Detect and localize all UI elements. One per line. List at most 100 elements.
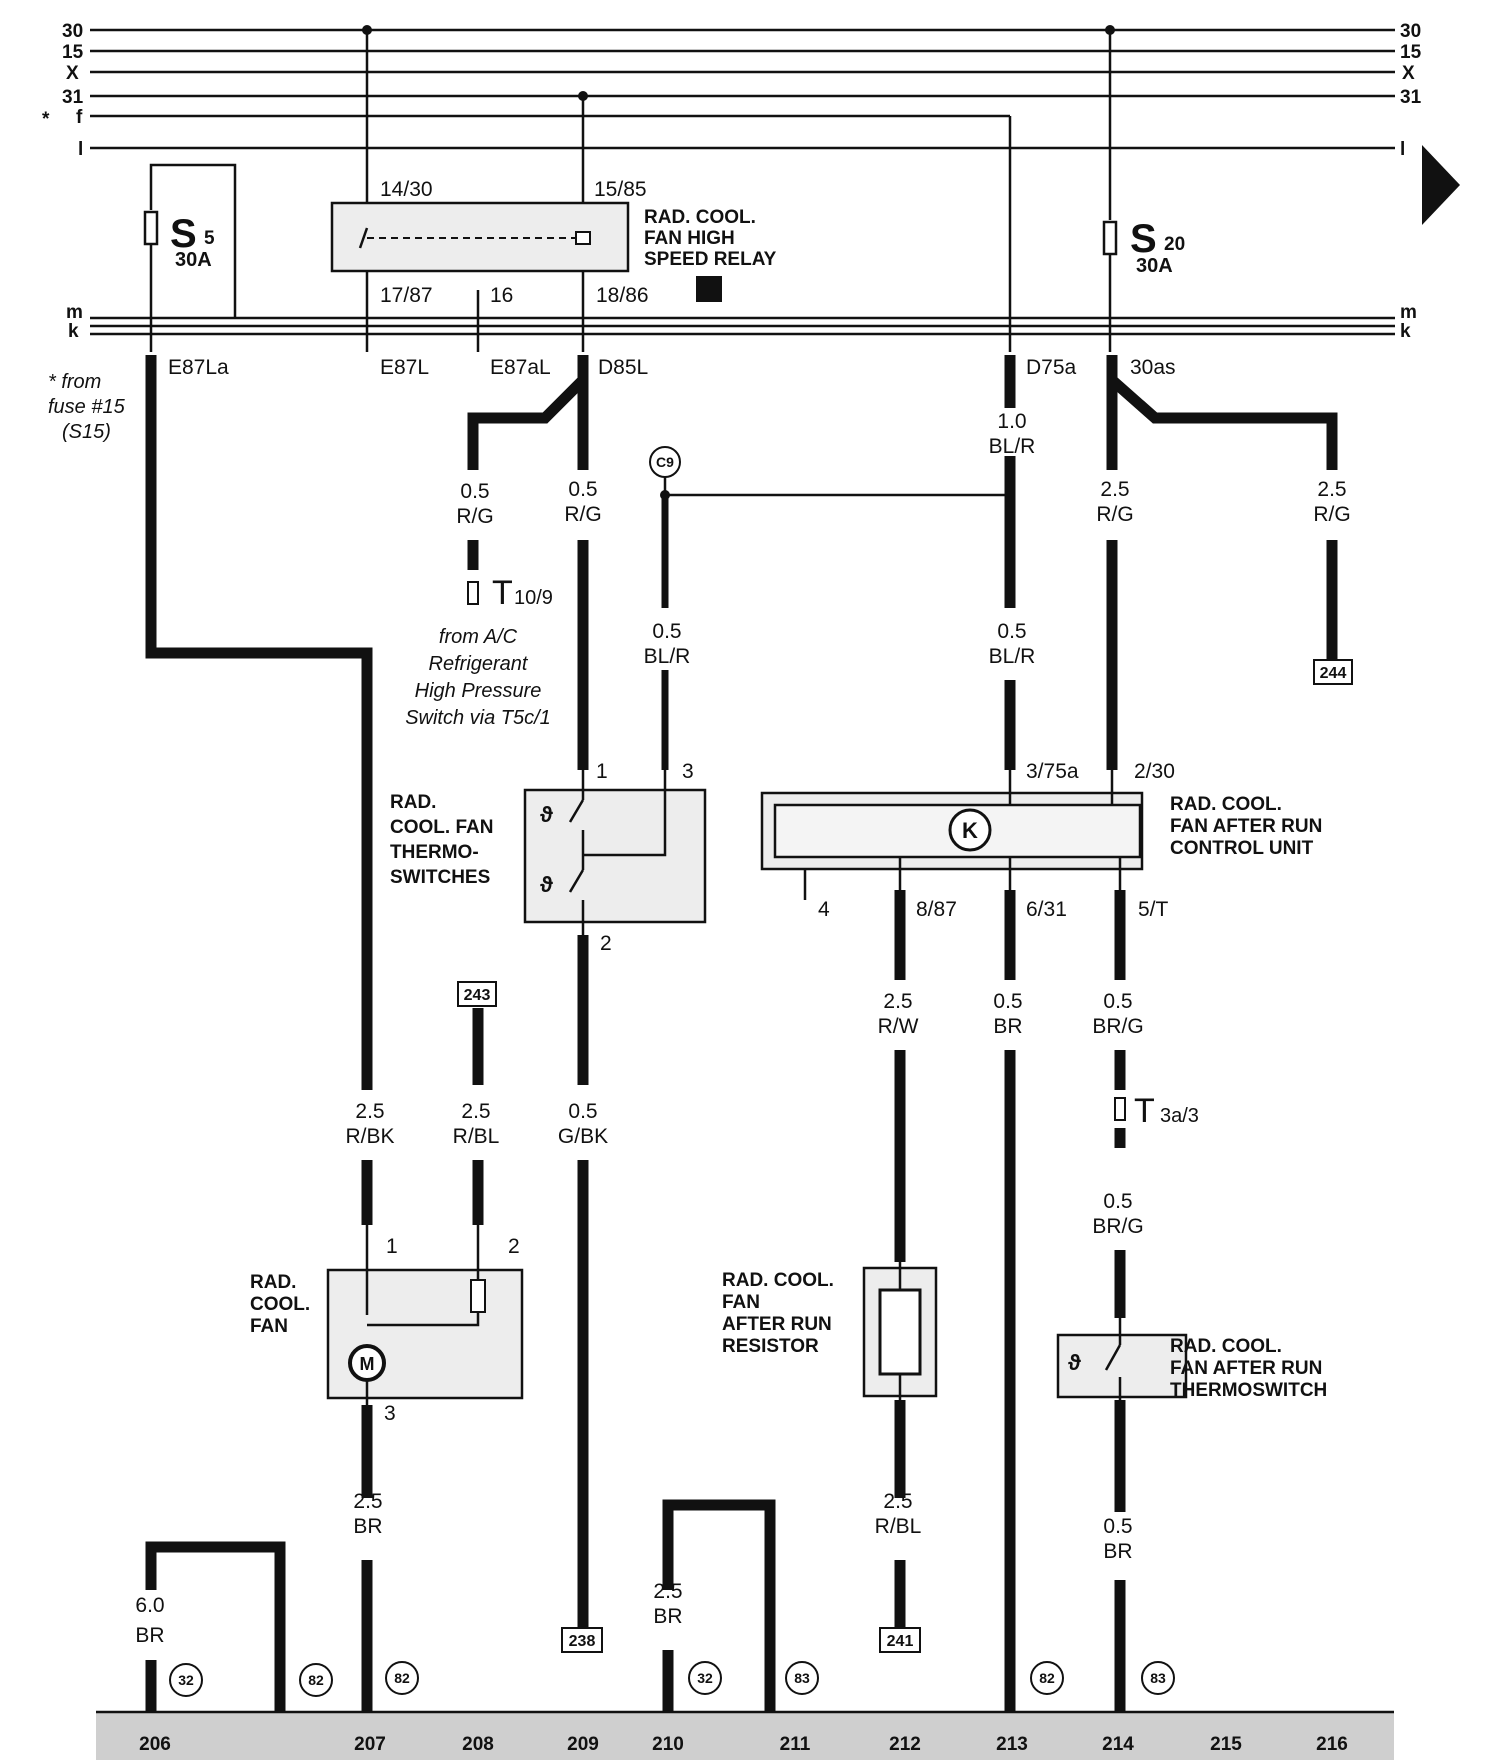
ground-point-circle	[688, 1661, 722, 1695]
rail-note-marker: *	[42, 109, 50, 130]
resistor-name-line3: AFTER RUN	[722, 1314, 832, 1335]
fan-name-line2: COOL.	[250, 1294, 310, 1315]
resistor-name-line1: RAD. COOL.	[722, 1270, 834, 1291]
rail-label-right-31: 31	[1400, 87, 1422, 108]
wire-w18-size: 6.0	[135, 1594, 164, 1617]
fuse-s20: S 20 30A	[1102, 25, 1185, 352]
ground-number-213: 213	[996, 1734, 1028, 1755]
wire-w7-color: R/G	[1313, 503, 1350, 526]
control-unit-name-line1: RAD. COOL.	[1170, 794, 1282, 815]
ref-box-244	[1313, 659, 1353, 685]
cu-pin-3-75a: 3/75a	[1026, 760, 1079, 783]
bus-label-right-k: k	[1400, 321, 1411, 342]
connector-t3a-letter: T	[1134, 1092, 1155, 1130]
wire-w16-color: R/BL	[875, 1515, 922, 1538]
ground-strip: 206 207 208 209 210 211 212 213 214 215 …	[96, 1710, 1394, 1760]
after-run-resistor: RAD. COOL. FAN AFTER RUN RESISTOR	[722, 1262, 938, 1400]
rail-label-right-x: X	[1402, 63, 1415, 84]
ground-number-208: 208	[462, 1734, 494, 1755]
wire-w2-size: 0.5	[568, 478, 597, 501]
wire-w11-size: 2.5	[883, 990, 912, 1013]
ground-number-215: 215	[1210, 1734, 1242, 1755]
junction-30as: 30as	[1130, 356, 1176, 379]
control-unit-name-line3: CONTROL UNIT	[1170, 838, 1314, 859]
cu-pin-5-t: 5/T	[1138, 898, 1169, 921]
junction-labels: E87La E87L E87aL D85L D75a 30as	[168, 356, 1176, 379]
high-speed-relay: RAD. COOL. FAN HIGH SPEED RELAY 14/30 15…	[330, 25, 777, 352]
ref-241: 241	[887, 1633, 914, 1650]
wire-e87la	[145, 355, 373, 1090]
connectors: T 10/9 from A/C Refrigerant High Pressur…	[405, 446, 1199, 1130]
fan-pin-3: 3	[384, 1402, 396, 1425]
wire-w10-color: G/BK	[558, 1125, 608, 1148]
junction-d85l: D85L	[598, 356, 648, 379]
wire-w6-size: 2.5	[1100, 478, 1129, 501]
fan-name-line1: RAD.	[250, 1272, 296, 1293]
footnote-line1: * from	[48, 371, 101, 393]
wire-w17-size: 0.5	[1103, 1515, 1132, 1538]
ref-box-238	[561, 1627, 603, 1653]
ref-box-243	[457, 981, 497, 1007]
cu-pin-2-30: 2/30	[1134, 760, 1175, 783]
ground-number-211: 211	[780, 1734, 811, 1755]
footnote: * from fuse #15 (S15)	[48, 371, 126, 443]
relay-coil-icon	[575, 231, 591, 245]
fuse-s20-sub: 20	[1164, 234, 1185, 255]
fuse-s5-sub: 5	[204, 228, 215, 249]
ground-point-circle	[1141, 1661, 1175, 1695]
rail-label-l: l	[78, 139, 83, 160]
ground-point-5: 83	[794, 1670, 810, 1686]
rail-label-f: f	[76, 107, 83, 128]
wire-w12-size: 0.5	[993, 990, 1022, 1013]
ground-number-206: 206	[139, 1734, 171, 1755]
wire-w2-color: R/G	[564, 503, 601, 526]
wire-w10-size: 0.5	[568, 1100, 597, 1123]
bus-label-right-m: m	[1400, 302, 1417, 323]
relay-pin-16: 16	[490, 284, 513, 307]
relay-pin-17-87: 17/87	[380, 284, 433, 307]
thermoswitch-pin-1: 1	[596, 760, 608, 783]
wire-w1-size: 0.5	[460, 480, 489, 503]
ground-point-2: 82	[308, 1672, 324, 1688]
bus-label-m: m	[66, 302, 83, 323]
after-run-switch-name-line3: THERMOSWITCH	[1170, 1380, 1327, 1401]
fan-motor-symbol: M	[360, 1354, 375, 1374]
thermoswitches-name-line2: COOL. FAN	[390, 817, 493, 838]
wire-w17-color: BR	[1103, 1540, 1132, 1563]
wire-w7-size: 2.5	[1317, 478, 1346, 501]
fuse-icon	[143, 210, 159, 246]
junction-e87al: E87aL	[490, 356, 551, 379]
junction-e87l: E87L	[380, 356, 429, 379]
relay-name-line2: FAN HIGH	[644, 228, 735, 249]
connector-t3a-sub: 3a/3	[1160, 1105, 1199, 1127]
wire-w11-color: R/W	[878, 1015, 919, 1038]
wire-d85l-branch	[467, 376, 587, 470]
reference-boxes: 244 243 238 241	[457, 659, 1353, 1653]
connector-t10-letter: T	[492, 574, 513, 612]
relay-pin-15-85: 15/85	[594, 178, 647, 201]
wire-w13-color: BR/G	[1092, 1015, 1143, 1038]
after-run-control-unit: K RAD. COOL. FAN AFTER RUN CONTROL UNIT …	[760, 760, 1322, 921]
thermoswitches-name-line1: RAD.	[390, 792, 436, 813]
relay-symbol-icon	[948, 808, 992, 852]
thermo-symbol-icon: ϑ	[540, 872, 553, 897]
ref-244: 244	[1320, 665, 1347, 682]
wire-w6-color: R/G	[1096, 503, 1133, 526]
connector-c9	[649, 446, 681, 478]
relay-pin-14-30: 14/30	[380, 178, 433, 201]
ground-point-7: 83	[1150, 1670, 1166, 1686]
connector-t10-sub: 10/9	[514, 587, 553, 609]
thermo-symbol-icon: ϑ	[540, 802, 553, 827]
fuse-icon	[1102, 220, 1118, 256]
wire-w19-color: BR	[653, 1605, 682, 1628]
thermoswitches-name-line3: THERMO-	[390, 842, 479, 863]
wire-w18-color: BR	[135, 1624, 164, 1647]
continuation-arrow-icon	[1422, 145, 1460, 225]
ground-points: 32 82 82 32 83 82 83	[169, 1661, 1175, 1697]
ground-number-212: 212	[889, 1734, 921, 1755]
ground-number-210: 210	[652, 1734, 684, 1755]
ground-point-6: 82	[1039, 1670, 1055, 1686]
resistor-name-line4: RESISTOR	[722, 1336, 819, 1357]
cu-pin-4: 4	[818, 898, 830, 921]
after-run-switch-box	[1056, 1333, 1188, 1399]
